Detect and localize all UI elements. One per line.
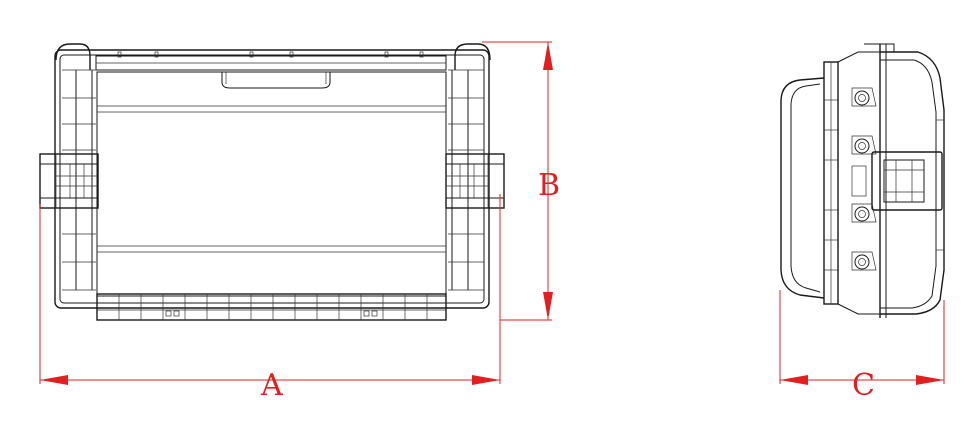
side-view [780, 43, 945, 318]
arrowhead-left [40, 375, 68, 385]
side-latch [851, 151, 943, 211]
arrowhead-top [543, 42, 553, 70]
dimension-a-label: A [260, 368, 283, 403]
arrowhead-bottom [543, 292, 553, 320]
dimension-c-label: C [852, 368, 875, 403]
top-pegs [117, 51, 424, 58]
side-ribs [824, 99, 944, 271]
handle [221, 72, 331, 89]
bottom-feet [96, 293, 447, 321]
dimension-a: A [39, 194, 501, 403]
arrowhead-c-left [780, 375, 808, 385]
front-view [39, 43, 505, 321]
screws [851, 87, 877, 271]
dimension-b: B [482, 41, 560, 321]
arrowhead-c-right [916, 375, 944, 385]
left-rib-grid [62, 69, 96, 291]
right-latch [445, 153, 505, 209]
dimension-c: C [779, 290, 945, 403]
arrowhead-right [472, 375, 500, 385]
dimension-b-label: B [538, 168, 560, 203]
right-rib-grid [448, 69, 484, 291]
left-latch [39, 153, 99, 209]
